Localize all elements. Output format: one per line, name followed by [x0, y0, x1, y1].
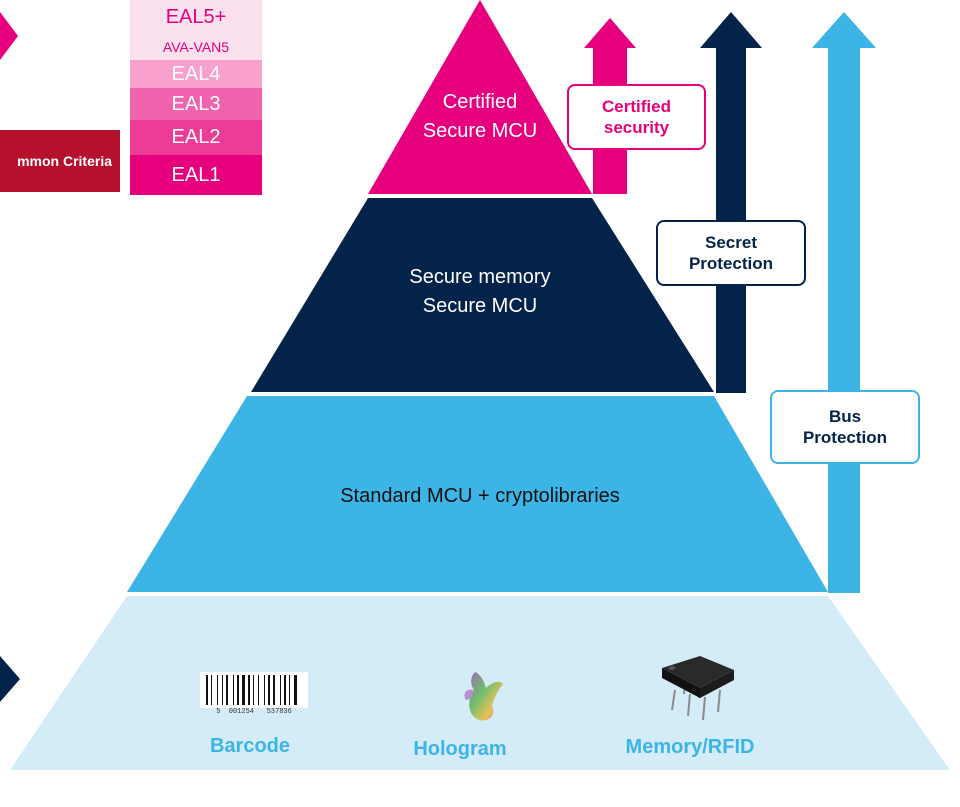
barcode-bar: [217, 675, 218, 705]
tier-certified-label: Certified Secure MCU: [400, 88, 560, 146]
certified-security-line1: Certified: [602, 97, 671, 116]
barcode-bar: [226, 675, 228, 705]
barcode-bar: [233, 675, 234, 705]
pyramid-tier-certified: [368, 0, 592, 194]
certified-security-line2: security: [603, 118, 670, 137]
base-item-barcode: Barcode: [209, 735, 291, 757]
pyramid-tier-secure: [251, 198, 714, 392]
secret-protection-line2: Protection: [688, 254, 774, 273]
barcode-bar: [268, 675, 270, 705]
barcode-bar: [237, 675, 239, 705]
barcode-icon: [200, 672, 308, 708]
barcode-bar: [248, 675, 250, 705]
barcode-bar: [294, 675, 297, 705]
barcode-bar: [280, 675, 281, 705]
bus-protection-arrow: [812, 12, 876, 593]
eal2-label: EAL2: [130, 120, 262, 155]
secret-protection-line1: Secret: [705, 233, 757, 252]
eal1-label: EAL1: [130, 155, 262, 195]
tier-secure-label: Secure memory Secure MCU: [360, 263, 600, 321]
bus-protection-callout: Bus Protection: [770, 390, 920, 464]
bus-protection-line2: Protection: [802, 428, 888, 447]
secret-protection-arrow: [700, 12, 762, 393]
tier-secure-line2: Secure MCU: [422, 295, 538, 317]
base-item-hologram: Hologram: [413, 738, 507, 760]
tier-certified-line2: Secure MCU: [422, 120, 538, 142]
hologram-dove-icon: [464, 672, 503, 721]
tier-secure-line1: Secure memory: [409, 266, 551, 288]
eal5plus-label: EAL5+: [130, 0, 262, 34]
tier-standard-label: Standard MCU + cryptolibraries: [340, 485, 620, 507]
tier-certified-line1: Certified: [442, 91, 518, 113]
barcode-bar: [211, 675, 212, 705]
common-criteria-badge: mmon Criteria: [0, 130, 120, 192]
bus-protection-line1: Bus: [828, 407, 862, 426]
barcode-bar: [258, 675, 259, 705]
left-pointer-arrow-bottom-icon: [0, 656, 20, 702]
barcode-bar: [273, 675, 275, 705]
barcode-bar: [222, 675, 223, 705]
barcode-bar: [253, 675, 254, 705]
base-item-memory-rfid: Memory/RFID: [625, 736, 755, 758]
barcode-bar: [289, 675, 290, 705]
eal3-label: EAL3: [130, 88, 262, 120]
barcode-bar: [206, 675, 208, 705]
left-pointer-arrow-top-icon: [0, 12, 18, 60]
certified-security-callout: Certified security: [567, 84, 706, 150]
common-criteria-text: mmon Criteria: [17, 153, 112, 169]
barcode-bar: [284, 675, 286, 705]
barcode-bar: [264, 675, 265, 705]
memory-chip-icon: [662, 656, 734, 721]
pyramid-tier-standard: [127, 396, 828, 592]
secret-protection-callout: Secret Protection: [656, 220, 806, 286]
barcode-digits: 5 001254 537836: [216, 708, 292, 716]
eal4-label: EAL4: [130, 60, 262, 88]
barcode-bar: [242, 675, 245, 705]
ava-van5-label: AVA-VAN5: [130, 34, 262, 60]
